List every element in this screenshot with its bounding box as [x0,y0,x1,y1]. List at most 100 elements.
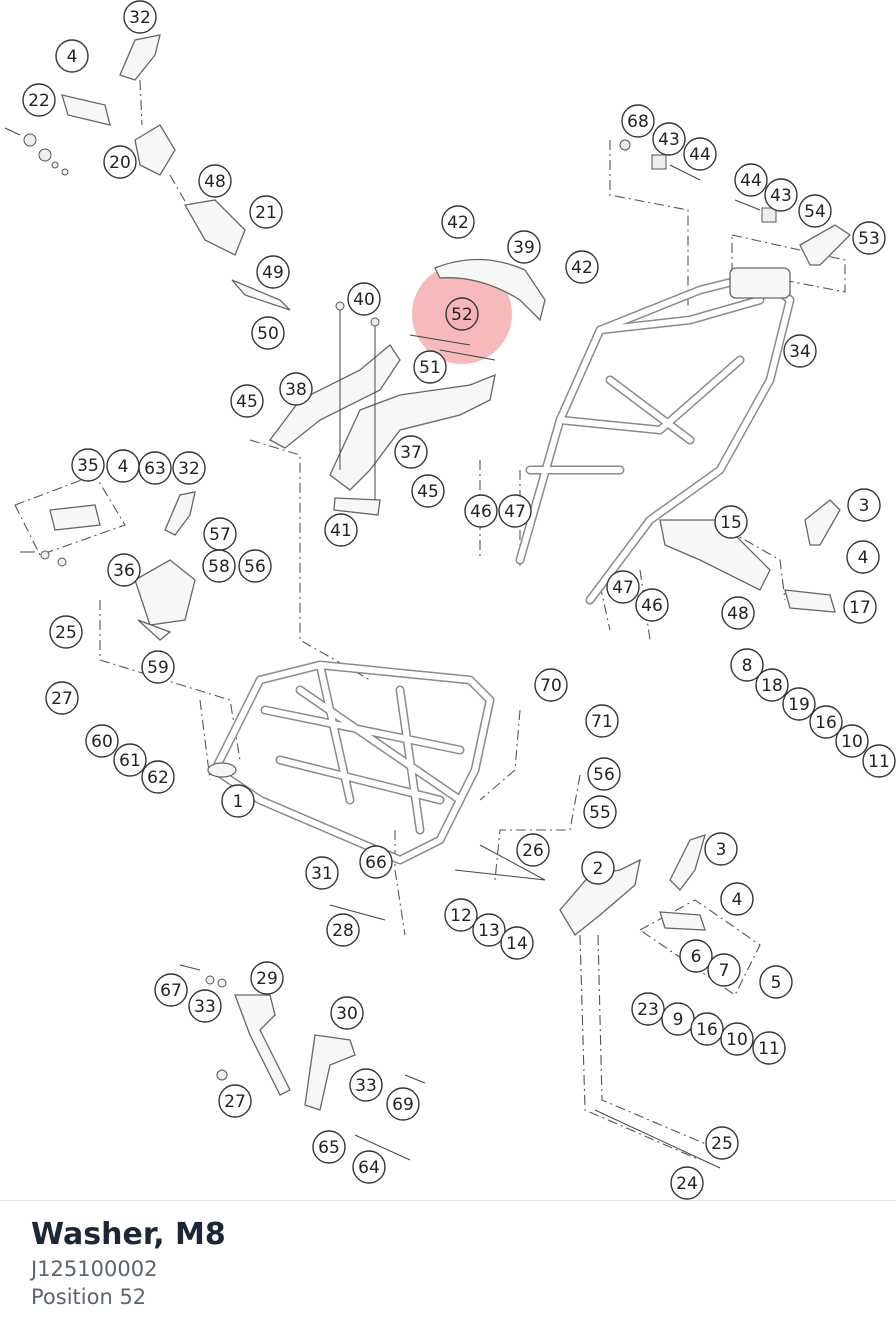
callout-54[interactable]: 54 [798,194,832,228]
callout-label: 16 [696,1020,718,1040]
callout-33[interactable]: 33 [188,989,222,1023]
callout-62[interactable]: 62 [141,760,175,794]
callout-70[interactable]: 70 [534,668,568,702]
callout-5[interactable]: 5 [759,965,793,999]
callout-42[interactable]: 42 [565,250,599,284]
callout-30[interactable]: 30 [330,996,364,1030]
callout-47[interactable]: 47 [498,494,532,528]
callout-43[interactable]: 43 [652,122,686,156]
callout-27[interactable]: 27 [218,1084,252,1118]
callout-28[interactable]: 28 [326,913,360,947]
callout-48[interactable]: 48 [721,596,755,630]
callout-label: 15 [720,513,742,533]
callout-45[interactable]: 45 [230,384,264,418]
callout-26[interactable]: 26 [516,833,550,867]
callout-56[interactable]: 56 [238,549,272,583]
callout-36[interactable]: 36 [107,553,141,587]
callout-27[interactable]: 27 [45,681,79,715]
callout-44[interactable]: 44 [734,163,768,197]
callout-46[interactable]: 46 [464,494,498,528]
callout-64[interactable]: 64 [352,1150,386,1184]
callout-31[interactable]: 31 [305,856,339,890]
callout-4[interactable]: 4 [846,540,880,574]
callout-39[interactable]: 39 [507,230,541,264]
callout-3[interactable]: 3 [847,488,881,522]
callout-38[interactable]: 38 [279,372,313,406]
callout-label: 70 [540,676,562,696]
callout-label: 4 [118,457,129,477]
callout-49[interactable]: 49 [256,255,290,289]
callout-23[interactable]: 23 [631,992,665,1026]
callout-label: 63 [144,459,166,479]
callout-8[interactable]: 8 [730,648,764,682]
callout-9[interactable]: 9 [661,1002,695,1036]
callout-1[interactable]: 1 [221,784,255,818]
callout-25[interactable]: 25 [705,1126,739,1160]
callout-46[interactable]: 46 [635,588,669,622]
callout-4[interactable]: 4 [106,449,140,483]
callout-67[interactable]: 67 [154,973,188,1007]
callout-12[interactable]: 12 [444,898,478,932]
callout-3[interactable]: 3 [704,832,738,866]
callout-22[interactable]: 22 [22,83,56,117]
callout-43[interactable]: 43 [764,178,798,212]
callout-55[interactable]: 55 [583,795,617,829]
callout-34[interactable]: 34 [783,334,817,368]
callout-48[interactable]: 48 [198,164,232,198]
callout-57[interactable]: 57 [203,517,237,551]
callout-52[interactable]: 52 [445,297,479,331]
callout-56[interactable]: 56 [587,757,621,791]
callout-45[interactable]: 45 [411,474,445,508]
callout-47[interactable]: 47 [606,570,640,604]
callout-71[interactable]: 71 [585,704,619,738]
callout-16[interactable]: 16 [809,705,843,739]
callout-2[interactable]: 2 [581,851,615,885]
callout-37[interactable]: 37 [394,435,428,469]
callout-42[interactable]: 42 [441,205,475,239]
callout-50[interactable]: 50 [251,316,285,350]
callout-63[interactable]: 63 [138,451,172,485]
callout-21[interactable]: 21 [249,195,283,229]
callout-69[interactable]: 69 [386,1087,420,1121]
callout-35[interactable]: 35 [71,448,105,482]
callout-4[interactable]: 4 [55,39,89,73]
callout-66[interactable]: 66 [359,845,393,879]
callout-15[interactable]: 15 [714,505,748,539]
callout-16[interactable]: 16 [690,1012,724,1046]
callout-label: 5 [771,973,782,993]
callout-10[interactable]: 10 [835,724,869,758]
callout-19[interactable]: 19 [782,687,816,721]
callout-4[interactable]: 4 [720,882,754,916]
callout-68[interactable]: 68 [621,104,655,138]
callout-11[interactable]: 11 [752,1031,786,1065]
callout-32[interactable]: 32 [123,0,157,34]
callout-44[interactable]: 44 [683,137,717,171]
callout-17[interactable]: 17 [843,590,877,624]
callout-41[interactable]: 41 [324,513,358,547]
callout-18[interactable]: 18 [755,668,789,702]
callout-7[interactable]: 7 [707,953,741,987]
callout-51[interactable]: 51 [413,350,447,384]
callout-25[interactable]: 25 [49,615,83,649]
callout-53[interactable]: 53 [852,221,886,255]
callout-14[interactable]: 14 [500,926,534,960]
callout-29[interactable]: 29 [250,961,284,995]
callout-60[interactable]: 60 [85,724,119,758]
callout-label: 46 [641,596,663,616]
callout-61[interactable]: 61 [113,743,147,777]
callout-13[interactable]: 13 [472,913,506,947]
main-frame [207,660,495,865]
callout-24[interactable]: 24 [670,1166,704,1200]
callout-6[interactable]: 6 [679,939,713,973]
callout-40[interactable]: 40 [347,282,381,316]
callout-58[interactable]: 58 [202,549,236,583]
callout-20[interactable]: 20 [103,145,137,179]
callout-label: 30 [336,1004,358,1024]
callout-32[interactable]: 32 [172,451,206,485]
callout-11[interactable]: 11 [862,744,896,778]
callout-59[interactable]: 59 [141,650,175,684]
callout-label: 62 [147,768,169,788]
callout-10[interactable]: 10 [720,1022,754,1056]
callout-65[interactable]: 65 [312,1130,346,1164]
callout-33[interactable]: 33 [349,1068,383,1102]
